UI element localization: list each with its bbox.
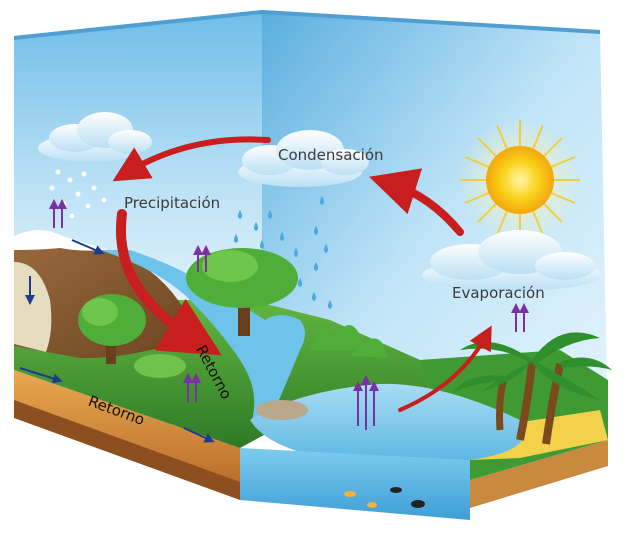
- label-precipitation: Precipitación: [124, 194, 221, 212]
- tree-center: [186, 248, 298, 336]
- bush: [134, 354, 186, 378]
- river: [100, 250, 305, 420]
- soil-right-base: [470, 440, 608, 508]
- rock: [256, 400, 308, 420]
- label-evaporation: Evaporación: [452, 284, 545, 302]
- cloud-right: [422, 230, 602, 291]
- sun-icon: [458, 118, 582, 242]
- label-condensation: Condensación: [278, 146, 384, 164]
- sky-top-edge: [14, 10, 600, 40]
- soil-front-bottom: [14, 400, 240, 500]
- condensation-arrow: [112, 136, 271, 182]
- evaporation-arrow-upper: [369, 168, 464, 236]
- lake: [250, 383, 525, 464]
- lake-front-face: [240, 448, 470, 520]
- fish-icon: [344, 487, 425, 508]
- tree-left: [78, 294, 146, 364]
- cycle-arrows: [112, 136, 492, 412]
- grass-plant: [310, 325, 388, 358]
- small-arrows-purple: [49, 199, 529, 430]
- cloud-center: [238, 130, 369, 187]
- ground-flow-arrows: [19, 239, 215, 443]
- precipitation-arrow: [116, 209, 222, 356]
- cave: [14, 262, 52, 352]
- evaporation-arrow-lower: [398, 325, 492, 412]
